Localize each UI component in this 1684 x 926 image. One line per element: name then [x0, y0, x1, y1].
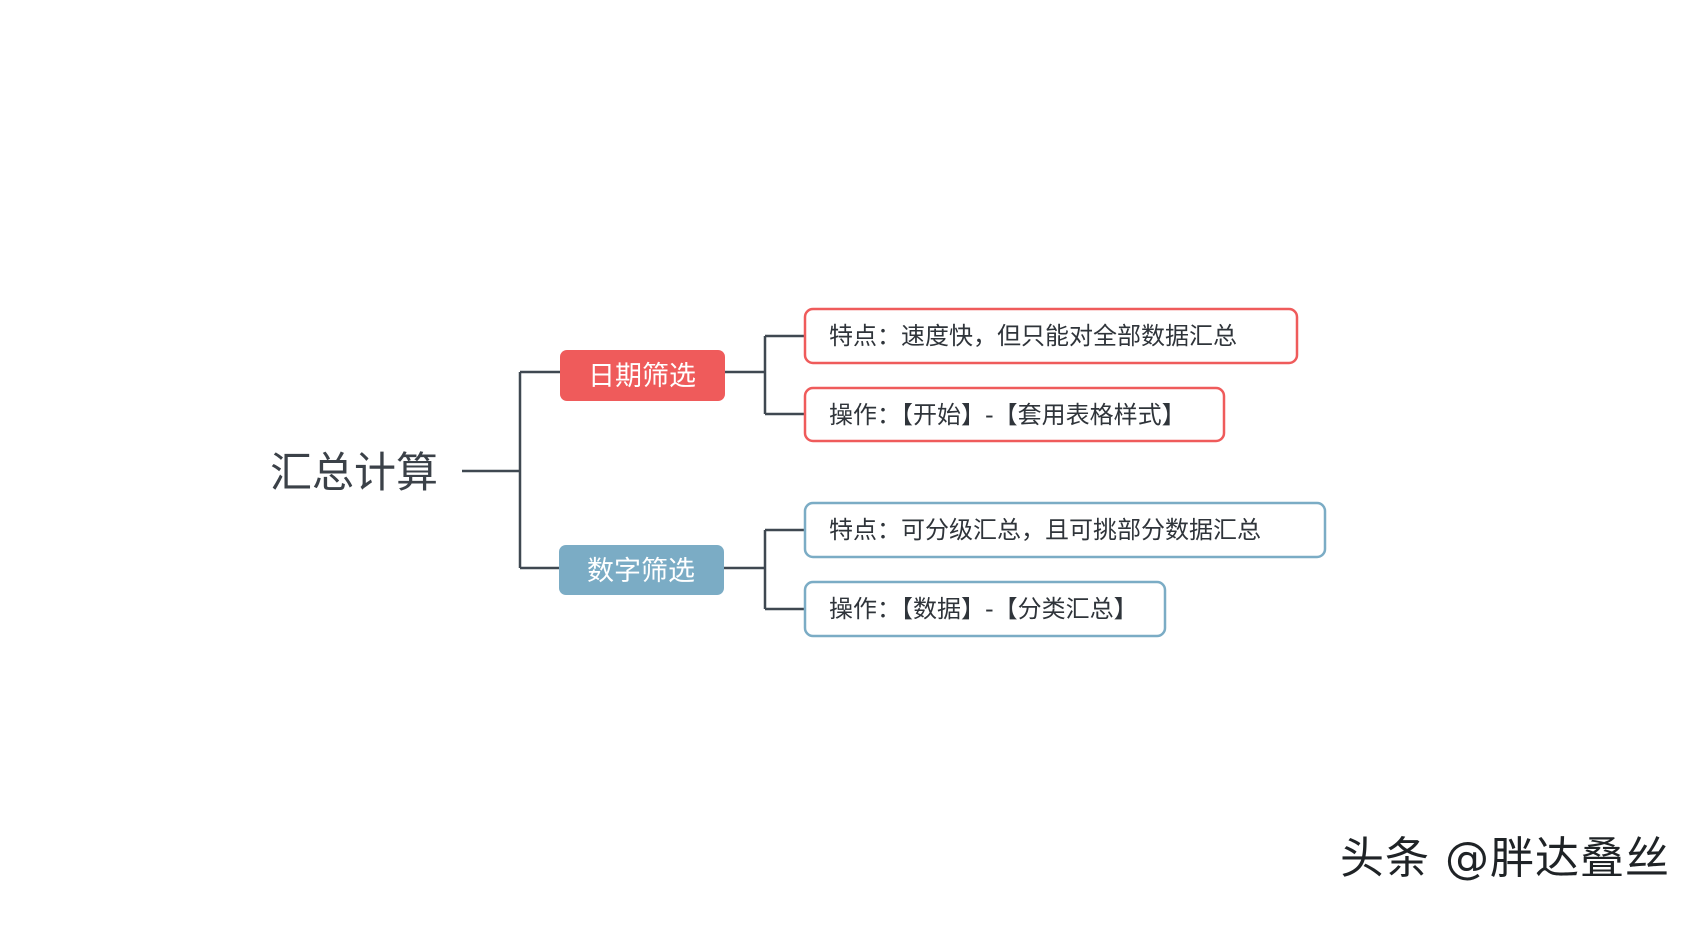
- leaf-date-feature: 特点：速度快，但只能对全部数据汇总: [803, 307, 1299, 365]
- connectors: [462, 334, 805, 611]
- leaf-number-operation-text: 操作：【数据】-【分类汇总】: [829, 595, 1138, 623]
- branch-date-filter-box: [560, 350, 725, 401]
- connector-root-to-branches: [462, 370, 560, 570]
- leaf-date-feature-text: 特点：速度快，但只能对全部数据汇总: [829, 322, 1237, 350]
- leaf-date-operation: 操作：【开始】-【套用表格样式】: [803, 386, 1226, 443]
- connector-branch-2-leaves: [724, 528, 805, 611]
- watermark: 头条 @胖达叠丝: [1340, 833, 1670, 884]
- branch-number-filter-box: [559, 545, 724, 595]
- leaf-number-feature-box: [803, 501, 1327, 559]
- branch-number-filter-label: 数字筛选: [587, 556, 695, 587]
- leaf-date-operation-text: 操作：【开始】-【套用表格样式】: [829, 401, 1186, 429]
- leaf-number-feature: 特点：可分级汇总，且可挑部分数据汇总: [803, 501, 1327, 559]
- leaf-number-operation: 操作：【数据】-【分类汇总】: [803, 580, 1167, 638]
- connector-branch-1-leaves: [725, 334, 805, 416]
- branch-date-filter: 日期筛选: [560, 350, 725, 401]
- branch-date-filter-label: 日期筛选: [588, 361, 696, 392]
- leaf-date-feature-box: [803, 307, 1299, 365]
- leaf-date-operation-box: [803, 386, 1226, 443]
- leaf-number-operation-box: [803, 580, 1167, 638]
- root-topic: 汇总计算: [270, 448, 438, 497]
- leaf-number-feature-text: 特点：可分级汇总，且可挑部分数据汇总: [829, 516, 1261, 544]
- branch-number-filter: 数字筛选: [559, 545, 724, 595]
